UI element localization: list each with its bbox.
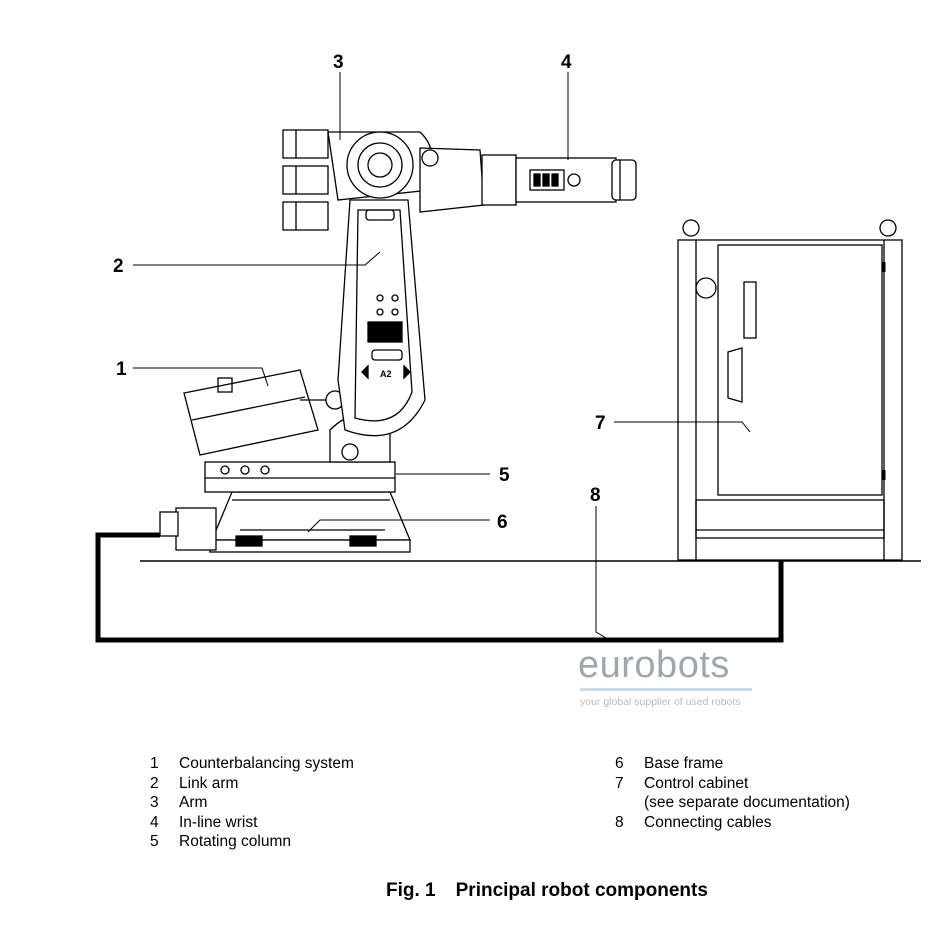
- legend-left-item: 5 Rotating column: [150, 832, 354, 852]
- leader-lines: [133, 72, 751, 639]
- axis-marking: A2: [380, 369, 392, 379]
- callout-3: 3: [333, 52, 344, 73]
- watermark-rule: [580, 688, 752, 691]
- legend-label: Control cabinet: [644, 774, 749, 792]
- callout-2: 2: [113, 256, 124, 277]
- legend-left-item: 4 In-line wrist: [150, 813, 354, 833]
- callout-8: 8: [590, 485, 601, 506]
- legend-left-item: 2 Link arm: [150, 774, 354, 794]
- figure-title: Principal robot components: [455, 880, 708, 901]
- legend-left-item: 1 Counterbalancing system: [150, 754, 354, 774]
- legend-label: (see separate documentation): [644, 794, 850, 811]
- in-line-wrist: [515, 157, 637, 203]
- counterbalancing-system: [183, 369, 345, 456]
- watermark-logo: eurobots: [578, 644, 730, 686]
- legend-left: 1 Counterbalancing system 2 Link arm 3 Arm 4 In…: [150, 754, 354, 852]
- link-arm: A2: [337, 199, 426, 437]
- legend-label: Rotating column: [179, 833, 292, 850]
- legend-right-item: (see separate documentation): [615, 793, 850, 813]
- legend-right-item: 7 Control cabinet: [615, 774, 850, 794]
- legend-label: Arm: [179, 794, 208, 811]
- legend-label: In-line wrist: [179, 813, 258, 831]
- callout-6: 6: [497, 512, 508, 533]
- legend-number: 7: [615, 774, 624, 792]
- legend-label: Counterbalancing system: [179, 755, 354, 772]
- legend-right-item: 8 Connecting cables: [615, 813, 850, 833]
- callout-5: 5: [499, 465, 510, 486]
- control-cabinet: [677, 219, 903, 561]
- callout-4: 4: [561, 52, 572, 73]
- legend-number: 6: [615, 755, 624, 772]
- legend-label: Link arm: [179, 774, 239, 792]
- legend-number: 4: [150, 813, 159, 831]
- legend-number: 3: [150, 794, 159, 811]
- legend-label: Connecting cables: [644, 813, 772, 831]
- watermark-tagline: your global supplier of used robots: [580, 696, 741, 708]
- legend-number: 1: [150, 755, 159, 772]
- legend-number: 2: [150, 774, 159, 792]
- legend-number: [615, 793, 644, 813]
- legend-number: 8: [615, 813, 624, 831]
- legend-label: Base frame: [644, 755, 724, 772]
- legend-left-item: 3 Arm: [150, 793, 354, 813]
- legend-number: 5: [150, 833, 159, 850]
- legend-right: 6 Base frame 7 Control cabinet (see separate…: [615, 754, 850, 832]
- arm: [282, 129, 517, 231]
- base-frame: [159, 491, 411, 553]
- figure-caption: Fig. 1 Principal robot components: [386, 880, 708, 902]
- callout-7: 7: [595, 413, 606, 434]
- connecting-cable: [95, 532, 784, 643]
- legend-right-item: 6 Base frame: [615, 754, 850, 774]
- callout-1: 1: [116, 359, 127, 380]
- figure-number: Fig. 1: [386, 880, 436, 901]
